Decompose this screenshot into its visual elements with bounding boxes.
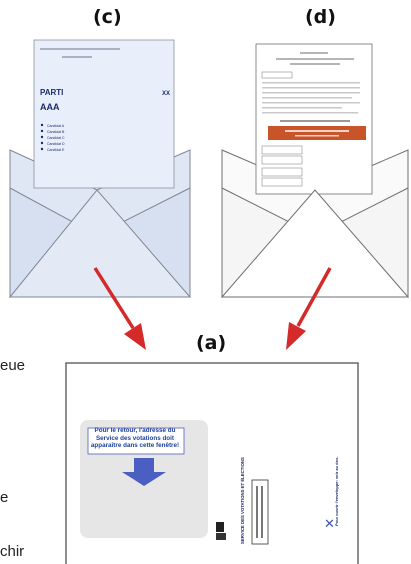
ballot-candidate-list: Candidat A Candidat B Candidat C Candida… xyxy=(40,123,65,152)
ballot-party-name: AAA xyxy=(40,102,60,112)
envelope-c: PARTI AAA XX Candidat A Candidat B Candi… xyxy=(8,39,192,298)
cropped-text-2: e xyxy=(0,489,9,506)
panel-label-a: (a) xyxy=(196,332,227,354)
sender-address: SERVICE DES VOTATIONS ET ÉLECTIONS xyxy=(240,457,245,544)
return-envelope-a: SERVICE DES VOTATIONS ET ÉLECTIONS ✕ Pou… xyxy=(65,362,359,564)
ballot-list-number: XX xyxy=(162,91,170,97)
ballot-candidate: Candidat A xyxy=(47,124,65,128)
ballot-header-bar xyxy=(268,126,366,140)
window-arrow-icon xyxy=(122,458,166,486)
ballot-candidate: Candidat B xyxy=(47,130,65,134)
panel-label-d: (d) xyxy=(305,6,336,28)
cropped-text-3: chir xyxy=(0,543,25,560)
ballot-d xyxy=(255,43,373,195)
barcode-icon xyxy=(216,522,224,532)
ballot-c xyxy=(33,39,175,189)
scissors-icon: ✕ xyxy=(324,517,335,532)
window-instruction: Pour le retour, l'adresse du Service des… xyxy=(90,427,180,450)
cropped-text-1: eue xyxy=(0,357,26,374)
envelope-d xyxy=(220,43,410,298)
ballot-party-label: PARTI xyxy=(40,88,63,97)
panel-label-c: (c) xyxy=(93,6,122,28)
ballot-candidate: Candidat E xyxy=(47,148,65,152)
postal-box xyxy=(251,479,269,545)
seal-instruction: Pour ouvrir l'enveloppe: voir au dos. xyxy=(334,457,339,526)
arrow-c-to-a xyxy=(93,267,146,350)
ballot-candidate: Candidat C xyxy=(47,136,65,140)
ballot-candidate: Candidat D xyxy=(47,142,65,146)
arrow-d-to-a xyxy=(286,267,332,350)
